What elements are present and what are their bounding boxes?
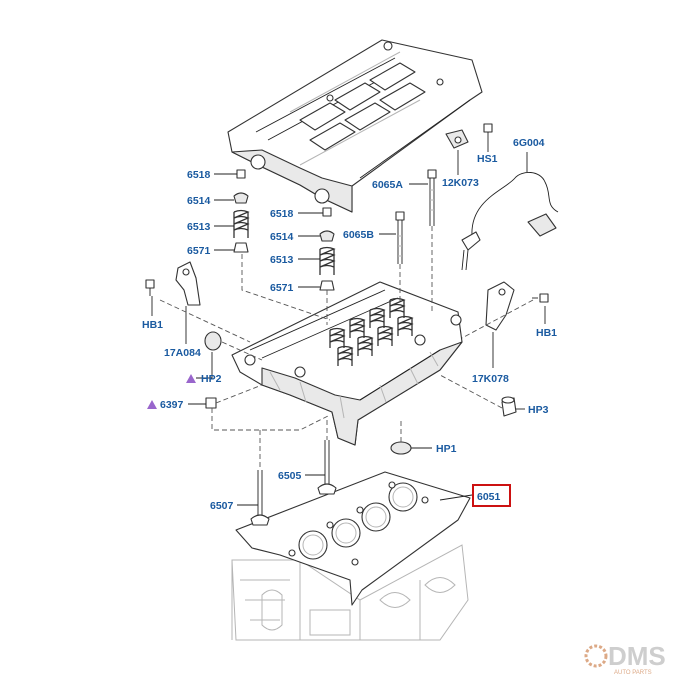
label-hp1: HP1 bbox=[436, 443, 457, 455]
watermark-tagline: AUTO PARTS bbox=[614, 670, 652, 676]
label-6571-middle: 6571 bbox=[270, 282, 294, 294]
label-6397: 6397 bbox=[160, 399, 184, 411]
cylinder-head bbox=[231, 281, 463, 446]
sensor-harness bbox=[461, 172, 559, 271]
label-6514-left: 6514 bbox=[187, 195, 211, 207]
label-hb1-left: HB1 bbox=[142, 319, 163, 331]
dashed-assembly-lines bbox=[159, 226, 534, 470]
leader-lines bbox=[151, 142, 546, 506]
label-6065a: 6065A bbox=[372, 179, 403, 191]
label-6513-middle: 6513 bbox=[270, 254, 294, 266]
label-6518-left: 6518 bbox=[187, 169, 211, 181]
valve-6507 bbox=[250, 470, 270, 526]
watermark-logo-text: DMS bbox=[608, 641, 666, 671]
label-12k073: 12K073 bbox=[442, 177, 479, 189]
bracket-right bbox=[485, 281, 515, 331]
highlight-box-6051 bbox=[472, 484, 511, 507]
valve-6505 bbox=[317, 440, 337, 495]
hp3-plug bbox=[501, 396, 517, 417]
part-labels: 6518 6514 6513 6571 6518 6514 6513 6571 … bbox=[142, 137, 557, 512]
engine-block bbox=[231, 544, 469, 641]
camshaft-carrier bbox=[227, 39, 483, 213]
cam-sensor bbox=[445, 123, 493, 149]
watermark-logo: DMS AUTO PARTS bbox=[584, 641, 666, 676]
hp2-plug bbox=[204, 331, 222, 351]
gear-icon bbox=[584, 644, 608, 668]
valve-springs-on-head bbox=[294, 297, 426, 378]
label-hb1-right: HB1 bbox=[536, 327, 557, 339]
label-hp2: HP2 bbox=[201, 373, 222, 385]
label-6507: 6507 bbox=[210, 500, 234, 512]
hb1-bolts bbox=[145, 279, 549, 303]
hp1-plug bbox=[390, 441, 412, 455]
6397-triangle-marker bbox=[147, 400, 157, 409]
label-17k078: 17K078 bbox=[472, 373, 509, 385]
label-6065b: 6065B bbox=[343, 229, 374, 241]
hp2-triangle-marker bbox=[186, 374, 196, 383]
left-valve-stack bbox=[233, 169, 250, 253]
label-6513-left: 6513 bbox=[187, 221, 211, 233]
label-hp3: HP3 bbox=[528, 404, 549, 416]
label-6571-left: 6571 bbox=[187, 245, 211, 257]
middle-valve-stack bbox=[319, 207, 336, 291]
label-17a084: 17A084 bbox=[164, 347, 201, 359]
bracket-left bbox=[175, 261, 201, 306]
label-6051: 6051 bbox=[477, 491, 501, 503]
label-6g004: 6G004 bbox=[513, 137, 545, 149]
label-6505: 6505 bbox=[278, 470, 302, 482]
label-6518-middle: 6518 bbox=[270, 208, 294, 220]
6397-plug bbox=[205, 397, 217, 409]
label-6514-middle: 6514 bbox=[270, 231, 294, 243]
head-gasket bbox=[235, 471, 471, 606]
label-hs1: HS1 bbox=[477, 153, 498, 165]
head-bolts bbox=[395, 169, 437, 264]
